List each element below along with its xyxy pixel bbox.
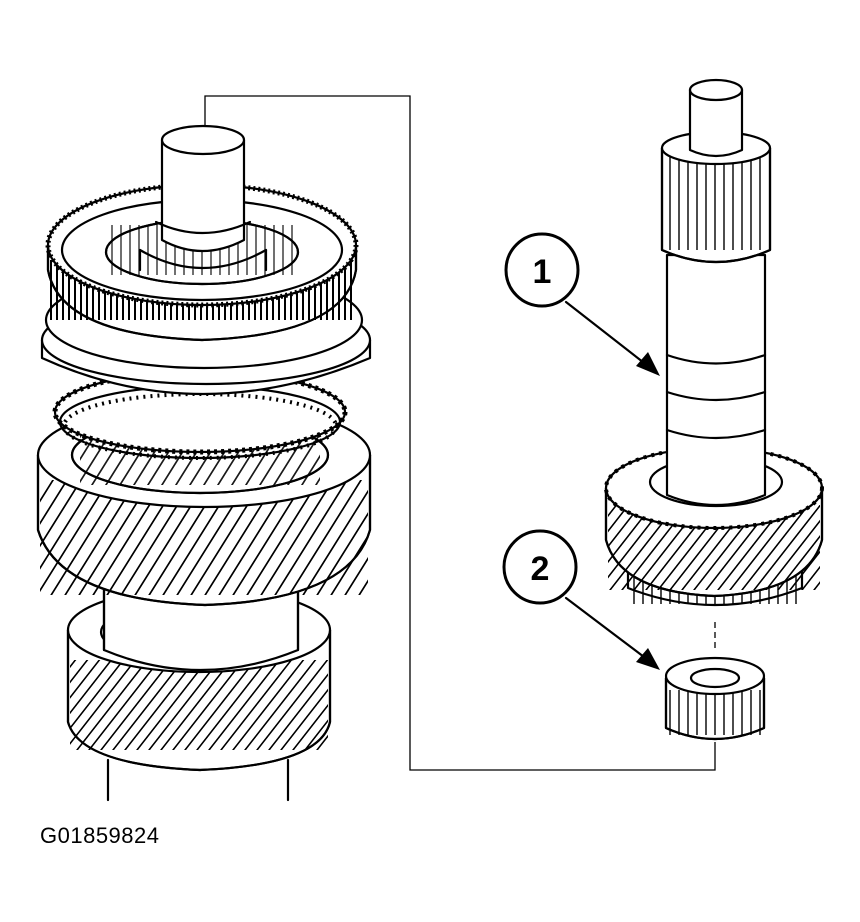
output-shaft	[660, 78, 772, 507]
bushing	[664, 656, 766, 741]
figure-id: G01859824	[40, 823, 160, 848]
left-gear-assembly	[36, 124, 372, 802]
callout-1-number: 1	[533, 253, 552, 291]
connector-line	[204, 95, 716, 771]
callout-1: 1	[504, 232, 660, 376]
right-shaft-assembly	[604, 78, 824, 741]
callout-2-number: 2	[531, 550, 550, 588]
callout-2: 2	[502, 529, 660, 670]
input-shaft-stub	[138, 124, 268, 272]
